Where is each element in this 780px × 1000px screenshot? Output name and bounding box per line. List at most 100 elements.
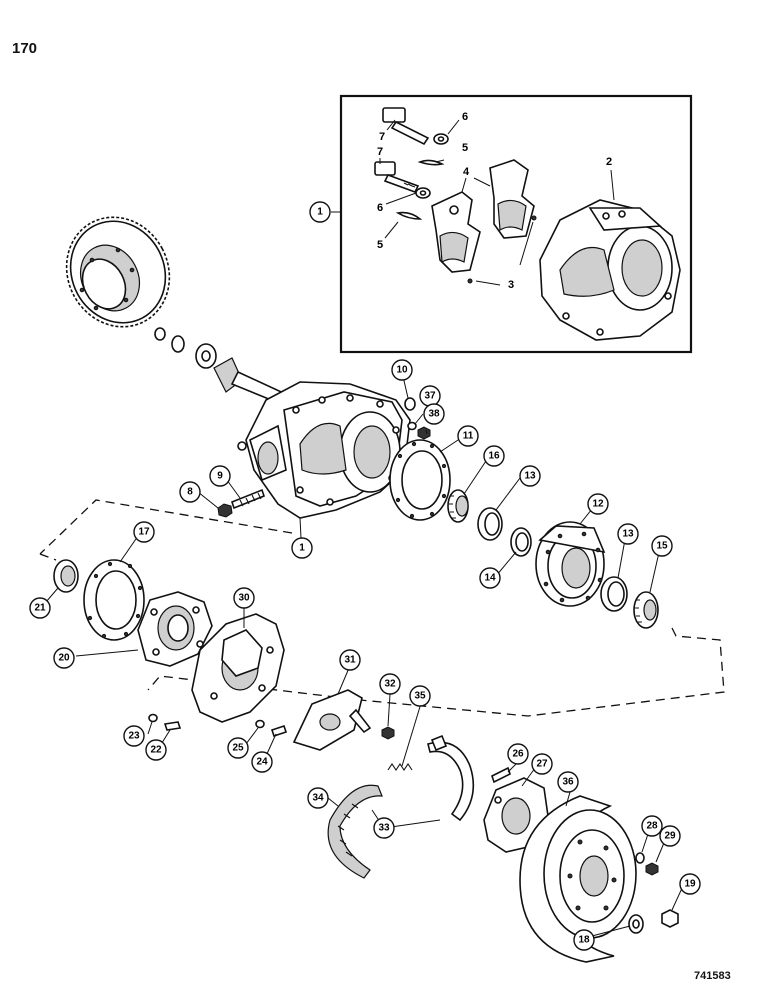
svg-text:13: 13 <box>622 529 634 540</box>
cotter-pin-icon <box>395 211 423 220</box>
callout-17: 17 <box>133 521 155 543</box>
svg-text:24: 24 <box>256 757 268 768</box>
svg-text:12: 12 <box>592 499 604 510</box>
svg-text:1: 1 <box>317 207 323 218</box>
bearing-cap-icon <box>489 159 535 239</box>
callout-31: 31 <box>339 649 361 671</box>
bolt-icon <box>491 766 511 784</box>
callout-22: 22 <box>145 739 167 761</box>
inset-labels: 2 3 4 5 5 6 6 7 7 <box>377 111 615 291</box>
callout-8: 8 <box>179 481 201 503</box>
callout-10: 10 <box>391 359 413 381</box>
callout-24: 24 <box>251 751 273 773</box>
figure-id: 741583 <box>694 970 731 982</box>
bolt-icon <box>270 724 288 738</box>
callout-29: 29 <box>659 825 681 847</box>
callout-20: 20 <box>53 647 75 669</box>
callout-30: 30 <box>233 587 255 609</box>
callout-21: 21 <box>29 597 51 619</box>
bearing-retainer-icon <box>137 591 213 667</box>
callout-33: 33 <box>373 817 395 839</box>
inset-label-4: 4 <box>463 166 470 178</box>
callout-38: 38 <box>423 403 445 425</box>
svg-text:8: 8 <box>187 487 193 498</box>
svg-text:35: 35 <box>414 691 426 702</box>
svg-text:30: 30 <box>238 593 250 604</box>
svg-text:23: 23 <box>128 731 140 742</box>
svg-text:28: 28 <box>646 821 658 832</box>
svg-text:38: 38 <box>428 409 440 420</box>
callout-9: 9 <box>209 465 231 487</box>
differential-case-icon <box>539 199 681 341</box>
svg-text:25: 25 <box>232 743 244 754</box>
nut-icon <box>217 503 233 518</box>
svg-text:29: 29 <box>664 831 676 842</box>
washer-icon <box>154 327 166 341</box>
svg-text:1: 1 <box>299 543 305 554</box>
inset-label-5a: 5 <box>462 142 468 154</box>
svg-text:31: 31 <box>344 655 356 666</box>
callout-19: 19 <box>679 873 701 895</box>
nut-icon <box>417 426 431 440</box>
bearing-cap-icon <box>431 191 481 273</box>
inset-label-6b: 6 <box>377 202 383 214</box>
brake-backing-plate-icon <box>191 613 285 723</box>
gasket-icon <box>83 559 145 641</box>
svg-text:14: 14 <box>484 573 496 584</box>
callout-15: 15 <box>651 535 673 557</box>
callout-26: 26 <box>507 743 529 765</box>
callout-13a: 13 <box>519 465 541 487</box>
brake-lever-icon <box>292 689 372 751</box>
plug-icon <box>404 397 416 411</box>
svg-text:26: 26 <box>512 749 524 760</box>
svg-text:36: 36 <box>562 777 574 788</box>
callout-16: 16 <box>483 445 505 467</box>
svg-text:32: 32 <box>384 679 396 690</box>
svg-text:9: 9 <box>217 471 223 482</box>
callout-18: 18 <box>573 929 595 951</box>
svg-text:27: 27 <box>536 759 548 770</box>
bearing-cone-icon <box>171 335 185 353</box>
callout-25: 25 <box>227 737 249 759</box>
stud-icon <box>231 488 265 510</box>
callout-32: 32 <box>379 673 401 695</box>
inset-label-5b: 5 <box>377 239 383 251</box>
callout-35: 35 <box>409 685 431 707</box>
washer-icon <box>148 713 158 723</box>
callout-34: 34 <box>307 787 329 809</box>
inset-label-6a: 6 <box>462 111 468 123</box>
svg-text:21: 21 <box>34 603 46 614</box>
svg-text:10: 10 <box>396 365 408 376</box>
svg-text:17: 17 <box>138 527 150 538</box>
svg-text:15: 15 <box>656 541 668 552</box>
inset-label-7b: 7 <box>377 146 383 158</box>
inset-label-3: 3 <box>508 279 514 291</box>
assembly-grouping-line <box>39 499 725 717</box>
svg-text:22: 22 <box>150 745 162 756</box>
callout-28: 28 <box>641 815 663 837</box>
callout-23: 23 <box>123 725 145 747</box>
nut-icon <box>381 726 395 740</box>
spring-icon <box>387 763 413 771</box>
bolt-icon <box>374 161 420 193</box>
svg-text:37: 37 <box>424 391 436 402</box>
inset-label-7a: 7 <box>379 131 385 143</box>
svg-text:16: 16 <box>488 451 500 462</box>
nut-icon <box>645 862 659 876</box>
washer-icon <box>635 852 645 864</box>
washer-icon <box>407 421 417 431</box>
svg-text:34: 34 <box>312 793 324 804</box>
callout-1: 1 <box>291 537 313 559</box>
svg-text:11: 11 <box>463 431 474 442</box>
svg-text:20: 20 <box>58 653 70 664</box>
wheel-hub-icon <box>535 521 606 607</box>
callout-11: 11 <box>457 425 479 447</box>
callout-14: 14 <box>479 567 501 589</box>
brake-drum-icon <box>519 795 637 963</box>
page-number: 170 <box>12 40 38 57</box>
callout-13b: 13 <box>617 523 639 545</box>
callout-12: 12 <box>587 493 609 515</box>
inset-label-2: 2 <box>606 156 612 168</box>
bolt-icon <box>163 721 182 731</box>
